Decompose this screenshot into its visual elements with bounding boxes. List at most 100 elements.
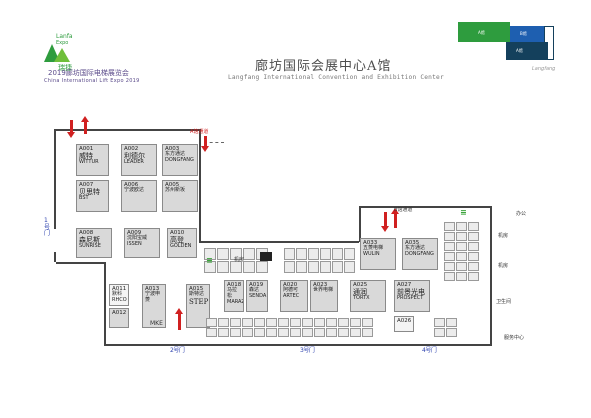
small-booth[interactable] bbox=[266, 328, 277, 337]
small-booth[interactable] bbox=[296, 248, 307, 260]
small-booth[interactable] bbox=[444, 242, 455, 251]
small-booth[interactable] bbox=[468, 252, 479, 261]
gate-3-label[interactable]: 3号门 bbox=[300, 347, 315, 354]
small-booth[interactable] bbox=[456, 242, 467, 251]
small-booth[interactable] bbox=[284, 248, 295, 260]
booth-a027[interactable]: A027 前景光电 PROSPECT bbox=[394, 280, 430, 312]
small-booth[interactable] bbox=[468, 272, 479, 281]
booth-a007[interactable]: A007 贝思特 BST bbox=[76, 180, 109, 212]
logo-text-cn: 瑞捷 bbox=[58, 63, 72, 72]
small-booth[interactable] bbox=[254, 328, 265, 337]
small-booth[interactable] bbox=[290, 318, 301, 327]
booth-a023[interactable]: A023 世界电梯 bbox=[310, 280, 338, 312]
small-booth[interactable] bbox=[326, 318, 337, 327]
small-booth[interactable] bbox=[290, 328, 301, 337]
booth-name: 东方通达 bbox=[165, 151, 186, 158]
small-booth[interactable] bbox=[320, 248, 331, 260]
booth-a019[interactable]: A019 森达 SENDA bbox=[246, 280, 268, 312]
small-booth[interactable] bbox=[278, 328, 289, 337]
small-booth[interactable] bbox=[302, 328, 313, 337]
small-booth[interactable] bbox=[266, 318, 277, 327]
small-booth[interactable] bbox=[456, 252, 467, 261]
small-booth[interactable] bbox=[332, 261, 343, 273]
booth-a006[interactable]: A006 宁波欧达 bbox=[121, 180, 157, 212]
small-booth[interactable] bbox=[230, 328, 241, 337]
small-booth[interactable] bbox=[344, 261, 355, 273]
small-booth[interactable] bbox=[362, 328, 373, 337]
booth-a009[interactable]: A009 沈阳宝威 ISSEN bbox=[124, 228, 160, 258]
small-booth[interactable] bbox=[444, 272, 455, 281]
small-booth[interactable] bbox=[434, 318, 445, 327]
booth-a008[interactable]: A008 森尼斯 SUNRISE bbox=[76, 228, 112, 258]
small-booth[interactable] bbox=[326, 328, 337, 337]
small-booth[interactable] bbox=[314, 318, 325, 327]
small-booth[interactable] bbox=[338, 328, 349, 337]
small-booth[interactable] bbox=[230, 261, 242, 273]
booth-a026[interactable]: A026 bbox=[394, 316, 414, 332]
small-booth[interactable] bbox=[456, 232, 467, 241]
small-booth[interactable] bbox=[217, 248, 229, 260]
small-booth[interactable] bbox=[302, 318, 313, 327]
booth-a018[interactable]: A018 马拉松 MARAZZI bbox=[224, 280, 244, 312]
small-booth[interactable] bbox=[456, 222, 467, 231]
small-booth[interactable] bbox=[308, 261, 319, 273]
booth-a001[interactable]: A001 威特 WITTUR bbox=[76, 144, 109, 176]
gate-1-label[interactable]: 1号门 bbox=[44, 217, 50, 238]
small-booth[interactable] bbox=[204, 248, 216, 260]
small-booth[interactable] bbox=[456, 272, 467, 281]
small-booth[interactable] bbox=[468, 242, 479, 251]
small-booth[interactable] bbox=[338, 318, 349, 327]
small-booth[interactable] bbox=[230, 248, 242, 260]
small-booth[interactable] bbox=[468, 232, 479, 241]
booth-a035[interactable]: A035 东方通达 DONGFANG bbox=[402, 238, 438, 270]
small-booth[interactable] bbox=[332, 248, 343, 260]
small-booth[interactable] bbox=[468, 262, 479, 271]
small-booth[interactable] bbox=[296, 261, 307, 273]
booth-en: PROSPECT bbox=[397, 295, 424, 302]
small-booth[interactable] bbox=[314, 328, 325, 337]
booth-a003[interactable]: A003 东方通达 DONGFANG bbox=[162, 144, 198, 176]
booth-a005[interactable]: A005 苏州新坂 bbox=[162, 180, 198, 212]
small-booth[interactable] bbox=[218, 328, 229, 337]
gate-4-label[interactable]: 4号门 bbox=[422, 347, 437, 354]
small-booth[interactable] bbox=[444, 232, 455, 241]
small-booth[interactable] bbox=[468, 222, 479, 231]
gate-2-label[interactable]: 2号门 bbox=[170, 347, 185, 354]
booth-a002[interactable]: A002 利德尔 LEADER bbox=[121, 144, 157, 176]
booth-a011[interactable]: A011 默科 RHCO bbox=[109, 284, 129, 306]
booth-a013[interactable]: A013 宁波申菱 bbox=[142, 284, 166, 328]
small-booth[interactable] bbox=[204, 261, 216, 273]
booth-a010[interactable]: A010 高登 GOLDEN bbox=[167, 228, 197, 258]
small-booth[interactable] bbox=[278, 318, 289, 327]
booth-a020[interactable]: A020 阿德可 ARTEC bbox=[280, 280, 308, 312]
small-booth[interactable] bbox=[444, 262, 455, 271]
small-booth[interactable] bbox=[350, 318, 361, 327]
small-booth[interactable] bbox=[350, 328, 361, 337]
small-booth[interactable] bbox=[243, 261, 255, 273]
small-booth[interactable] bbox=[254, 318, 265, 327]
small-booth[interactable] bbox=[242, 328, 253, 337]
small-booth[interactable] bbox=[206, 328, 217, 337]
small-booth[interactable] bbox=[434, 328, 445, 337]
small-booth[interactable] bbox=[444, 252, 455, 261]
booth-a014-label: MKE bbox=[150, 320, 163, 327]
small-booth[interactable] bbox=[217, 261, 229, 273]
small-booth[interactable] bbox=[444, 222, 455, 231]
small-booth[interactable] bbox=[446, 318, 457, 327]
booth-a012[interactable]: A012 bbox=[109, 308, 129, 328]
small-booth[interactable] bbox=[230, 318, 241, 327]
small-booth[interactable] bbox=[256, 261, 268, 273]
small-booth[interactable] bbox=[446, 328, 457, 337]
small-booth[interactable] bbox=[242, 318, 253, 327]
booth-a033[interactable]: A033 五菱电梯 WULIN bbox=[360, 238, 396, 270]
small-booth[interactable] bbox=[206, 318, 217, 327]
small-booth[interactable] bbox=[344, 248, 355, 260]
booth-a025[interactable]: A025 通润 TORTX bbox=[350, 280, 386, 312]
small-booth[interactable] bbox=[456, 262, 467, 271]
small-booth[interactable] bbox=[243, 248, 255, 260]
small-booth[interactable] bbox=[362, 318, 373, 327]
small-booth[interactable] bbox=[284, 261, 295, 273]
small-booth[interactable] bbox=[308, 248, 319, 260]
small-booth[interactable] bbox=[320, 261, 331, 273]
small-booth[interactable] bbox=[218, 318, 229, 327]
